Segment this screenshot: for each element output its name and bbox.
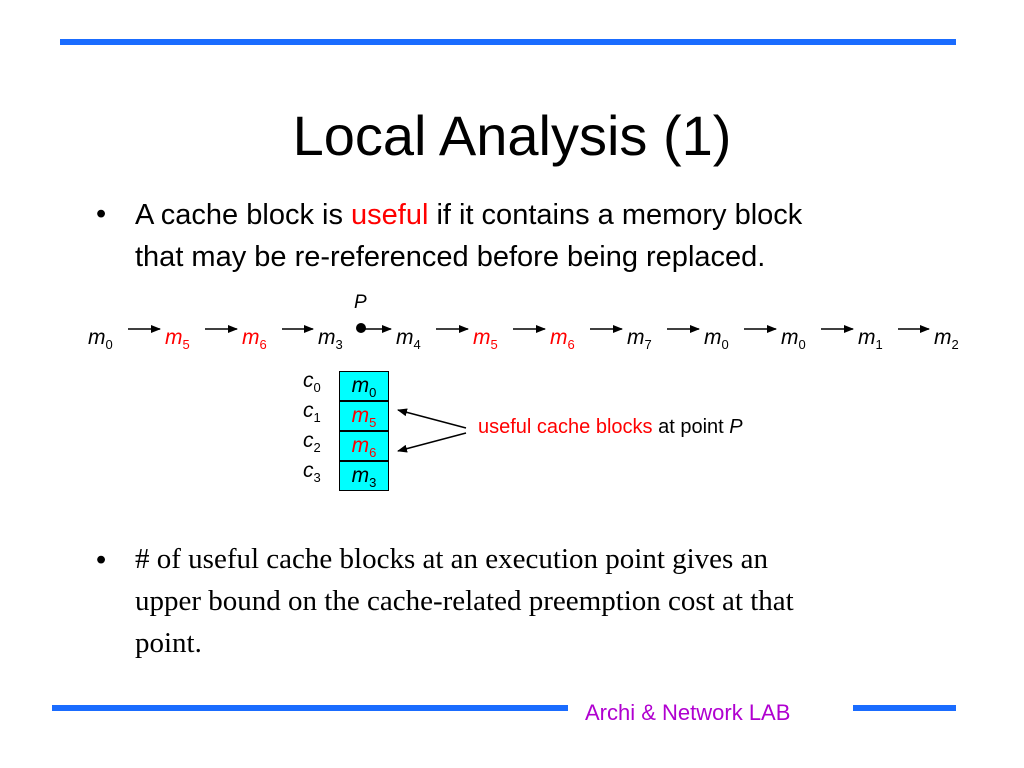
sequence-item-sub: 0 [798,337,806,353]
bullet-1-line-1: A cache block is useful if it contains a… [135,194,802,236]
sequence-item-var: m [934,326,952,349]
bullet-2-line-3: point. [135,627,202,659]
legend-highlight: useful cache blocks [478,416,653,438]
footer-bar-left [52,705,568,711]
legend-point: P [729,416,743,438]
sequence-item-6: m6 [550,326,575,352]
cache-block-sub: 5 [369,415,377,431]
footer-bar-right [853,705,956,711]
legend-arrow-bottom [397,432,467,453]
sequence-item-var: m [318,326,336,349]
cache-label-sub: 2 [313,440,321,456]
cache-label-sub: 3 [313,470,321,486]
cache-line-label-2: c2 [303,429,321,455]
sequence-item-var: m [88,326,106,349]
sequence-item-var: m [704,326,722,349]
sequence-item-7: m7 [627,326,652,352]
bullet-1-text: A cache block is useful if it contains a… [135,194,802,278]
cache-block-var: m [351,374,370,397]
bullet-2-line-2: upper bound on the cache-related preempt… [135,585,794,617]
sequence-item-var: m [242,326,260,349]
cache-block-sub: 0 [369,385,377,401]
sequence-item-sub: 2 [951,337,959,353]
sequence-item-sub: 7 [644,337,652,353]
point-label: P [354,292,367,313]
footer-lab-name: Archi & Network LAB [585,700,791,725]
bullet-marker-2: • [96,544,107,576]
cache-block-3: m3 [339,461,389,491]
sequence-item-9: m0 [781,326,806,352]
cache-block-2: m6 [339,431,389,461]
cache-line-label-1: c1 [303,399,321,425]
bullet-2-text: # of useful cache blocks at an execution… [135,538,794,664]
cache-label-var: c [303,369,314,392]
point-marker [356,323,366,333]
sequence-item-sub: 0 [105,337,113,353]
sequence-item-var: m [781,326,799,349]
bullet-1-after: if it contains a memory block [428,199,803,231]
bullet-1-line-2: that may be re-referenced before being r… [135,241,766,273]
sequence-item-sub: 6 [259,337,267,353]
sequence-item-4: m4 [396,326,421,352]
sequence-item-0: m0 [88,326,113,352]
cache-label-var: c [303,399,314,422]
sequence-item-var: m [550,326,568,349]
sequence-item-sub: 0 [721,337,729,353]
sequence-item-5: m5 [473,326,498,352]
sequence-item-sub: 4 [413,337,421,353]
cache-label-var: c [303,429,314,452]
top-accent-bar [60,39,956,45]
sequence-item-1: m5 [165,326,190,352]
cache-block-var: m [351,434,370,457]
cache-line-label-0: c0 [303,369,321,395]
sequence-item-var: m [396,326,414,349]
legend-useful-cache-blocks: useful cache blocks at point P [478,416,743,439]
cache-line-label-3: c3 [303,459,321,485]
bullet-2-line-1: # of useful cache blocks at an execution… [135,543,768,575]
cache-block-0: m0 [339,371,389,401]
cache-block-sub: 6 [369,445,377,461]
cache-block-var: m [351,404,370,427]
legend-middle: at point [652,416,730,438]
cache-block-var: m [351,464,370,487]
sequence-item-sub: 1 [875,337,883,353]
cache-label-sub: 0 [313,380,321,396]
bullet-1-before: A cache block is [135,199,351,231]
sequence-item-sub: 6 [567,337,575,353]
cache-block-1: m5 [339,401,389,431]
sequence-item-11: m2 [934,326,959,352]
sequence-item-var: m [858,326,876,349]
legend-arrow-top [397,408,467,429]
sequence-item-sub: 5 [490,337,498,353]
sequence-item-10: m1 [858,326,883,352]
cache-block-sub: 3 [369,475,377,491]
sequence-item-2: m6 [242,326,267,352]
slide-title: Local Analysis (1) [292,104,732,167]
sequence-item-var: m [473,326,491,349]
bullet-1-highlight: useful [351,199,429,231]
sequence-item-var: m [165,326,183,349]
cache-label-sub: 1 [313,410,321,426]
sequence-item-8: m0 [704,326,729,352]
sequence-item-sub: 5 [182,337,190,353]
sequence-item-3: m3 [318,326,343,352]
cache-label-var: c [303,459,314,482]
sequence-item-var: m [627,326,645,349]
bullet-marker: • [96,198,107,230]
sequence-item-sub: 3 [335,337,343,353]
